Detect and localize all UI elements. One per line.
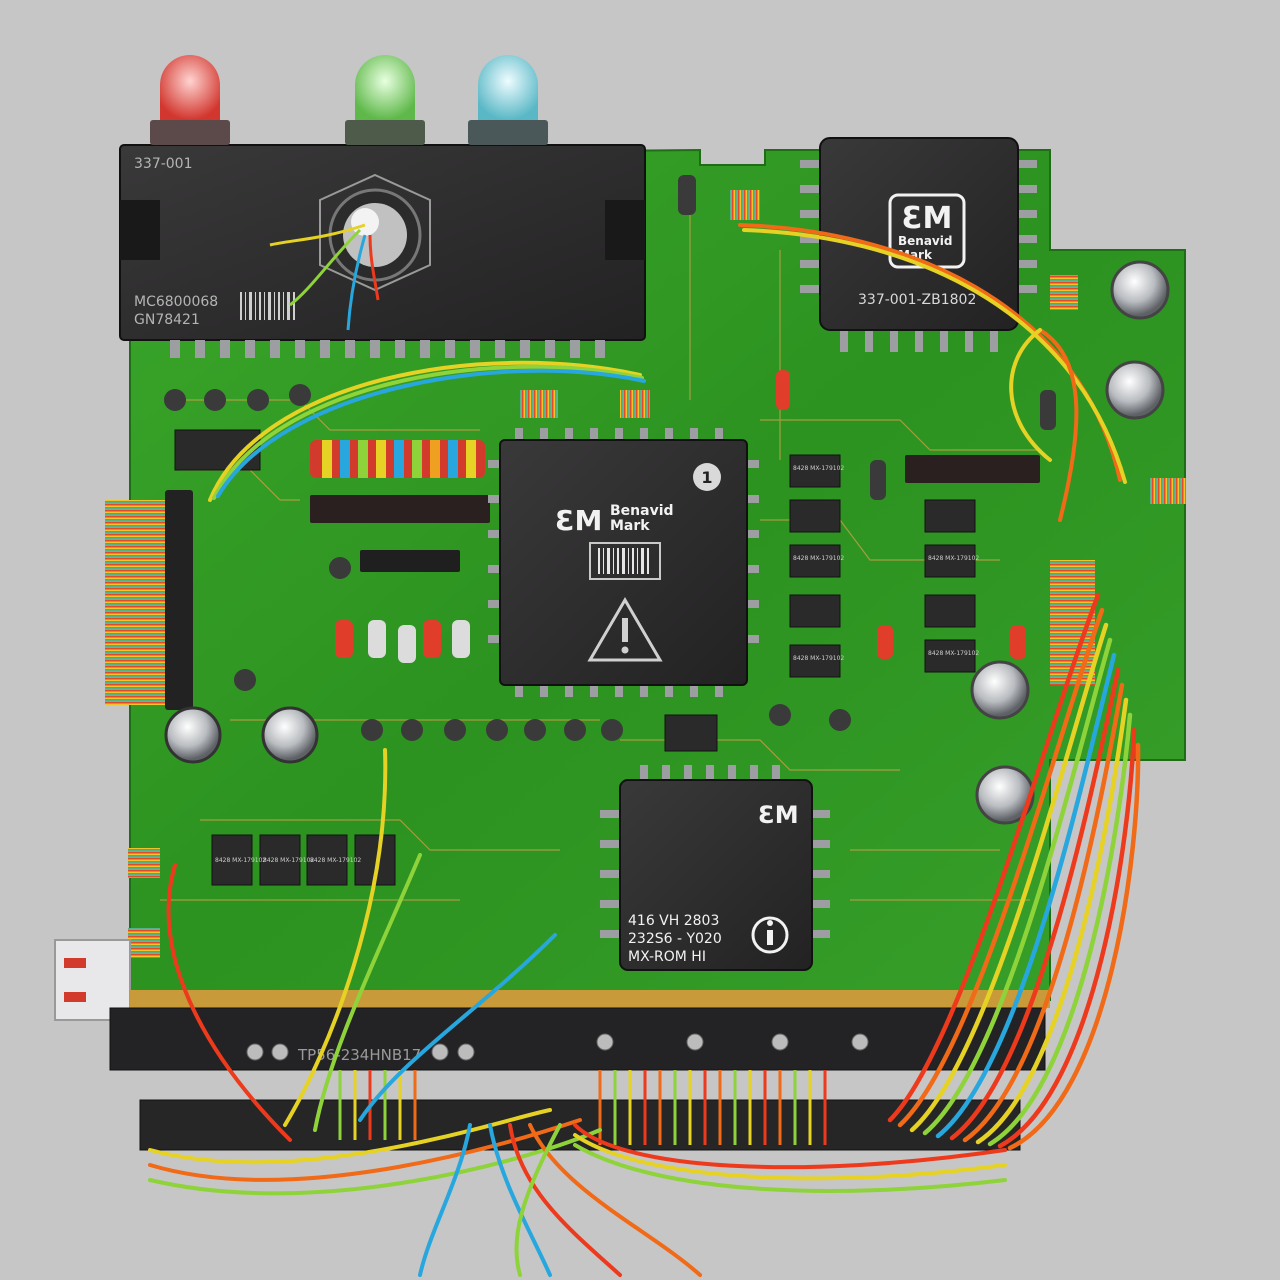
left-module: 337-001 MC6800068 GN78421 <box>119 55 646 358</box>
bm-logo-icon: ƐM <box>758 801 799 829</box>
small-ribbon <box>1150 478 1186 504</box>
right-module-brand-1: Benavid <box>898 234 952 248</box>
left-module-top-label: 337-001 <box>134 156 193 172</box>
small-chip-labels: 8428 MX-179102 8428 MX-179102 8428 MX-17… <box>215 465 979 864</box>
small-ribbon <box>1050 275 1078 310</box>
lens-wire <box>346 234 367 331</box>
lens-wire <box>368 234 380 301</box>
red-led-icon <box>150 55 230 145</box>
axial-resistors <box>335 175 1056 663</box>
transistors <box>164 384 851 741</box>
screws <box>246 1033 869 1061</box>
svg-text:8428 MX-179102: 8428 MX-179102 <box>793 465 844 472</box>
small-ribbon <box>730 190 760 220</box>
svg-text:8428 MX-179102: 8428 MX-179102 <box>928 555 979 562</box>
right-module-part-number: 337-001-ZB1802 <box>858 292 976 308</box>
small-chip-group <box>174 429 976 886</box>
left-ribbon-connector <box>105 500 165 705</box>
edge-connector-gold <box>130 990 1050 1008</box>
left-capacitors <box>164 706 319 764</box>
info-icon <box>751 916 789 954</box>
cpu-chip-badge: 1 <box>701 468 712 487</box>
right-module-pins <box>800 160 1037 352</box>
rom-chip-line3: MX-ROM HI <box>628 949 706 965</box>
svg-text:8428 MX-179102: 8428 MX-179102 <box>215 857 266 864</box>
small-ribbon <box>128 928 160 958</box>
left-module-part-line1: MC6800068 <box>134 294 218 310</box>
rom-chip-body <box>619 779 813 971</box>
wire-harness <box>148 223 1127 1277</box>
right-module: ƐM Benavid Mark 337-001-ZB1802 <box>800 137 1037 352</box>
blue-led-icon <box>468 55 548 145</box>
pin-header <box>360 550 460 572</box>
lens-wire <box>269 223 366 247</box>
cpu-chip-pins <box>488 428 759 697</box>
barcode-icon <box>240 292 295 320</box>
left-module-part-line2: GN78421 <box>134 312 200 328</box>
left-module-notch <box>605 200 645 260</box>
rom-chip: ƐM 416 VH 2803 232S6 - Y020 MX-ROM HI <box>600 765 830 971</box>
cpu-chip-brand-1: Benavid <box>610 503 674 519</box>
cpu-chip-brand-2: Mark <box>610 518 650 534</box>
rom-chip-pins <box>600 765 830 938</box>
edge-connector-bar <box>109 1007 1046 1071</box>
svg-text:8428 MX-179102: 8428 MX-179102 <box>793 555 844 562</box>
cpu-chip-badge-circle <box>693 463 721 491</box>
svg-text:ƐM: ƐM <box>902 201 953 236</box>
warning-icon <box>587 597 663 662</box>
usb-port <box>54 939 131 1021</box>
edge-connector-lower <box>139 1099 1021 1151</box>
left-module-pins <box>170 340 605 358</box>
green-led-icon <box>345 55 425 145</box>
cpu-chip: 1 ƐM Benavid Mark <box>488 428 759 697</box>
small-ribbon <box>620 390 650 418</box>
left-module-notch <box>120 200 160 260</box>
right-capacitors <box>970 260 1170 825</box>
barcode-icon <box>589 542 661 580</box>
lens-wire <box>289 228 362 307</box>
resistor-bank <box>310 440 485 478</box>
right-cable-bundle <box>887 592 1141 1151</box>
edge-connector: TP56-234HNB17 <box>109 990 1050 1151</box>
svg-text:8428 MX-179102: 8428 MX-179102 <box>928 650 979 657</box>
small-ribbon <box>520 390 558 418</box>
edge-connector-pins <box>338 1070 827 1145</box>
rom-chip-line1: 416 VH 2803 <box>628 913 719 929</box>
bm-logo-icon: ƐM <box>555 504 602 537</box>
pin-header <box>310 495 490 523</box>
rom-chip-line2: 232S6 - Y020 <box>628 931 722 947</box>
small-ribbon <box>128 848 160 878</box>
edge-connector-label: TP56-234HNB17 <box>297 1046 421 1064</box>
svg-text:8428 MX-179102: 8428 MX-179102 <box>310 857 361 864</box>
svg-text:8428 MX-179102: 8428 MX-179102 <box>263 857 314 864</box>
left-ribbon-header <box>165 490 193 710</box>
svg-text:8428 MX-179102: 8428 MX-179102 <box>793 655 844 662</box>
pin-header <box>905 455 1040 483</box>
